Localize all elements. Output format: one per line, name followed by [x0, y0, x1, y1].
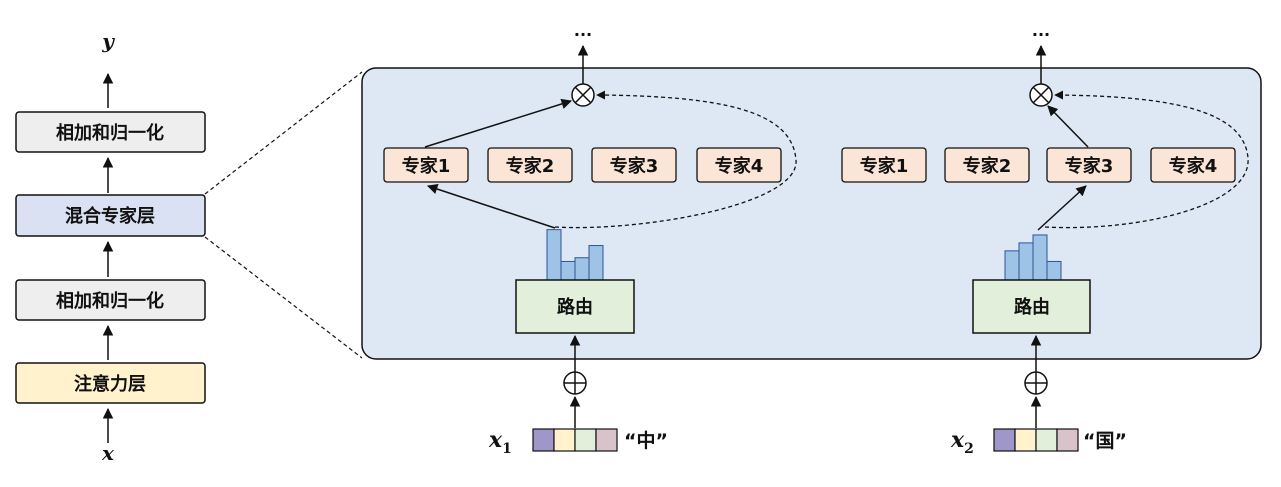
output-ellipsis: ... [1032, 21, 1050, 40]
add-icon [1024, 371, 1048, 395]
add-icon [563, 371, 587, 395]
multiply-icon [571, 83, 595, 107]
router-score-bar [560, 260, 576, 281]
router-score-bar [574, 257, 590, 281]
zoom-line-bottom [204, 236, 363, 359]
expert-box: 专家3 [591, 147, 677, 183]
embedding-cell [1014, 428, 1037, 452]
add-norm-block-bottom: 相加和归一化 [15, 279, 206, 321]
svg-text:混合专家层: 混合专家层 [65, 205, 155, 227]
expert-box: 专家4 [1150, 147, 1236, 183]
router-score-bar [1032, 234, 1048, 281]
router-score-bar [546, 229, 562, 281]
svg-text:专家1: 专家1 [402, 155, 451, 177]
router-score-bar [1046, 260, 1062, 281]
expert-box: 专家4 [696, 147, 782, 183]
expert-box: 专家2 [487, 147, 573, 183]
token-embedding [993, 428, 1079, 452]
svg-text:专家1: 专家1 [860, 155, 909, 177]
multiply-icon [1029, 83, 1053, 107]
svg-text:专家4: 专家4 [715, 155, 764, 177]
svg-text:注意力层: 注意力层 [74, 373, 146, 395]
embedding-cell [1035, 428, 1058, 452]
svg-text:路由: 路由 [557, 296, 593, 318]
input-x2-label: x2 [950, 427, 974, 457]
attention-layer-block: 注意力层 [15, 362, 206, 404]
add-norm-block-top: 相加和归一化 [15, 111, 206, 153]
router-score-bar [1004, 250, 1020, 281]
expert-box: 专家1 [841, 147, 927, 183]
embedding-cell [574, 428, 597, 452]
moe-layer-block: 混合专家层 [15, 194, 206, 237]
router-score-bar [588, 245, 604, 281]
router-score-bars [1004, 234, 1062, 281]
token-1-route: ... 专家1 专家2 专家3 专家4 路由 [383, 21, 797, 457]
expert-box: 专家3 [1046, 147, 1132, 183]
output-y-label: y [101, 29, 115, 53]
svg-text:专家2: 专家2 [963, 155, 1012, 177]
input-x-label: x [101, 441, 115, 465]
input-x1-label: x1 [488, 427, 512, 457]
svg-text:相加和归一化: 相加和归一化 [56, 290, 164, 312]
embedding-cell [595, 428, 618, 452]
input-token: “国” [1083, 430, 1127, 452]
transformer-stack: y 相加和归一化 混合专家层 相加和归一化 注意力层 x [15, 29, 206, 465]
svg-text:路由: 路由 [1014, 296, 1050, 318]
token-embedding [532, 428, 618, 452]
svg-text:专家3: 专家3 [1065, 155, 1114, 177]
router-score-bar [1018, 242, 1034, 281]
expert-box: 专家1 [383, 147, 469, 183]
svg-text:专家2: 专家2 [506, 155, 555, 177]
embedding-cell [532, 428, 555, 452]
embedding-cell [553, 428, 576, 452]
zoom-line-top [204, 71, 363, 195]
router-score-bars [546, 229, 604, 281]
svg-text:相加和归一化: 相加和归一化 [56, 122, 164, 144]
router-box: 路由 [515, 279, 635, 334]
embedding-cell [1056, 428, 1079, 452]
token-2-route: ... 专家1 专家2 专家3 专家4 路由 [841, 21, 1249, 457]
output-ellipsis: ... [574, 21, 592, 40]
embedding-cell [993, 428, 1016, 452]
router-box: 路由 [972, 279, 1091, 334]
svg-text:专家3: 专家3 [610, 155, 659, 177]
svg-text:专家4: 专家4 [1169, 155, 1218, 177]
moe-panel [361, 67, 1262, 360]
input-token: “中” [624, 429, 668, 452]
expert-box: 专家2 [944, 147, 1030, 183]
